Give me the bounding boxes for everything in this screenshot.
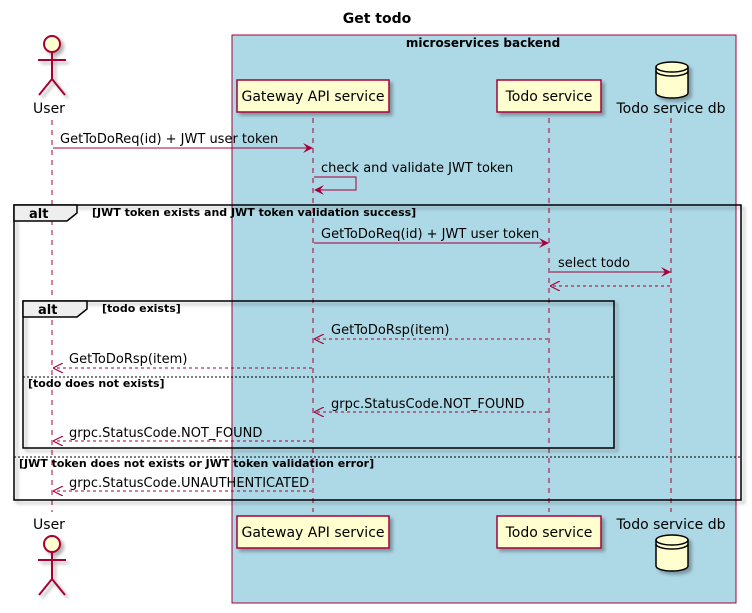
participant-todo-bottom: Todo service xyxy=(505,525,593,541)
message-label: check and validate JWT token xyxy=(321,161,513,176)
actor-icon xyxy=(38,35,66,96)
participant-gateway-top: Gateway API service xyxy=(241,89,384,105)
alt-keyword: alt xyxy=(29,207,48,222)
alt-guard: [todo exists] xyxy=(102,302,181,315)
message-label: GetToDoRsp(item) xyxy=(331,323,449,338)
alt-else-guard: [JWT token does not exists or JWT token … xyxy=(19,457,374,470)
alt-else-guard: [todo does not exists] xyxy=(28,377,165,390)
message-label: GetToDoReq(id) + JWT user token xyxy=(321,227,539,242)
alt-fragment-inner xyxy=(22,300,615,449)
database-icon xyxy=(655,534,689,572)
alt-fragment-outer-tab xyxy=(13,204,78,222)
participant-todo-bottom-box xyxy=(496,515,602,549)
message-label: grpc.StatusCode.UNAUTHENTICATED xyxy=(69,476,309,491)
alt-keyword: alt xyxy=(38,303,57,318)
participant-todo-top: Todo service xyxy=(505,89,593,105)
database-icon xyxy=(655,61,689,99)
participant-gateway-bottom-box xyxy=(236,515,390,549)
participant-gateway-top-box xyxy=(236,79,390,113)
participant-user-bottom: User xyxy=(33,517,65,533)
participant-db-bottom: Todo service db xyxy=(615,517,725,533)
alt-guard: [JWT token exists and JWT token validati… xyxy=(92,206,416,219)
alt-fragment-inner-tab xyxy=(22,300,88,318)
message-label: GetToDoRsp(item) xyxy=(69,352,187,367)
message-label: GetToDoReq(id) + JWT user token xyxy=(60,132,278,147)
alt-fragment-outer xyxy=(13,204,742,501)
microservices-box-label: microservices backend xyxy=(406,36,560,50)
microservices-box xyxy=(231,34,737,604)
participant-todo-top-box xyxy=(496,79,602,113)
participant-gateway-bottom: Gateway API service xyxy=(241,525,384,541)
message-label: select todo xyxy=(558,256,630,271)
diagram-title: Get todo xyxy=(343,11,412,27)
participant-db-top: Todo service db xyxy=(615,101,725,117)
message-label: grpc.StatusCode.NOT_FOUND xyxy=(331,397,524,412)
self-message-arrow xyxy=(314,176,357,195)
message-label: grpc.StatusCode.NOT_FOUND xyxy=(69,426,262,441)
participant-user-top: User xyxy=(33,101,65,117)
actor-icon xyxy=(38,535,66,596)
